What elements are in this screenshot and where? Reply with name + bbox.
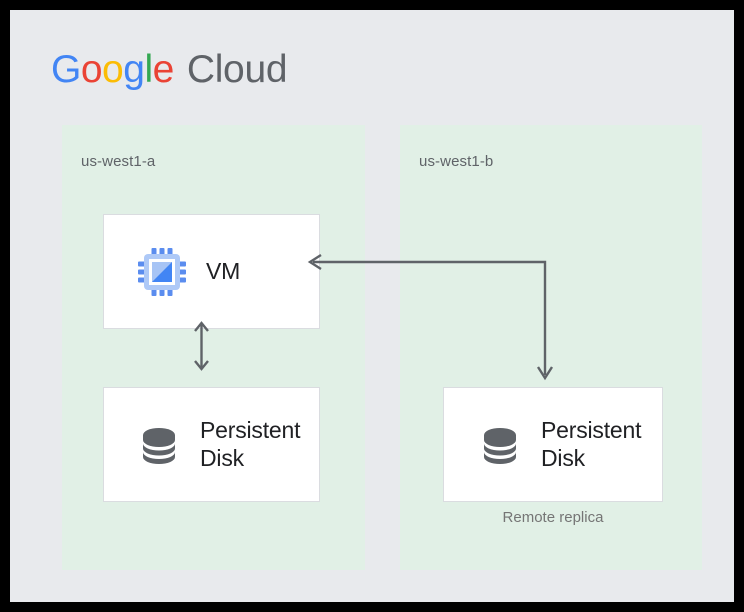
cpu-chip-icon	[136, 246, 188, 298]
persistent-disk-a-label-line1: Persistent	[200, 417, 301, 444]
remote-replica-caption: Remote replica	[502, 509, 604, 526]
vm-node-box[interactable]: VM	[103, 214, 320, 329]
logo-letter-g2: g	[123, 48, 145, 91]
database-disk-icon	[477, 422, 523, 468]
vm-box-content: VM	[104, 246, 240, 298]
persistent-disk-b-label-line2: Disk	[541, 444, 585, 471]
logo-letter-o2: o	[102, 48, 124, 91]
diagram-page: Google Cloud us-west1-a us-west1-b	[10, 10, 734, 602]
google-cloud-logo: Google Cloud	[51, 48, 288, 91]
logo-letter-e: e	[152, 48, 175, 91]
persistent-disk-a-label-line2: Disk	[200, 444, 244, 471]
google-wordmark: Google	[51, 50, 174, 89]
vm-box-label: VM	[206, 257, 241, 284]
zone-label-us-west1-b: us-west1-b	[419, 153, 494, 170]
cloud-wordmark: Cloud	[186, 48, 288, 91]
database-disk-icon	[136, 422, 182, 468]
zone-panel-us-west1-b: us-west1-b	[400, 125, 702, 570]
logo-letter-g1: G	[51, 48, 81, 91]
zone-label-us-west1-a: us-west1-a	[81, 153, 156, 170]
persistent-disk-b-label-line1: Persistent	[541, 417, 642, 444]
zone-panel-us-west1-a: us-west1-a	[62, 125, 365, 570]
logo-letter-o1: o	[80, 48, 103, 91]
logo-letter-l: l	[144, 48, 153, 91]
